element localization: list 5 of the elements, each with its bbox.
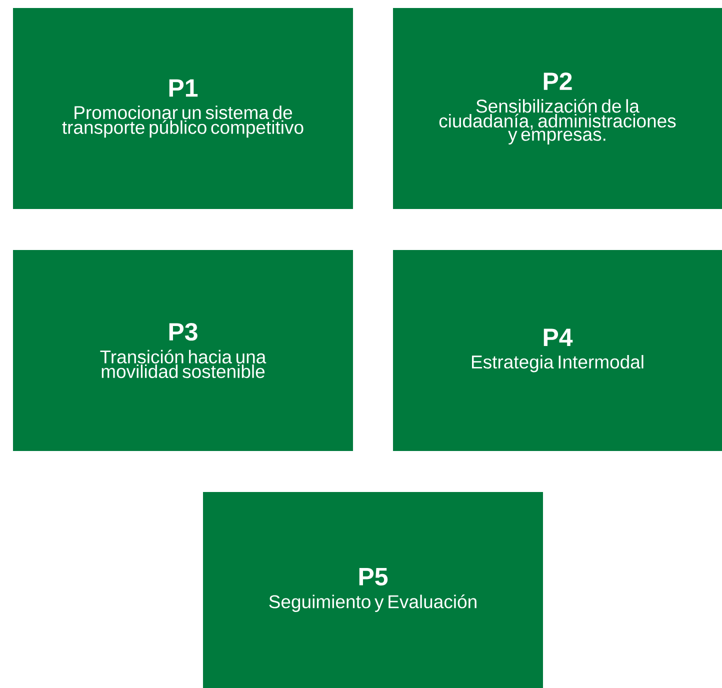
text-box: P4 Estrategia Intermodal (393, 250, 722, 451)
text-box: P2 Sensibilización de la ciudadanía, administraciones y empresas. (393, 8, 722, 209)
text-box: P3 Transición hacia una movilidad sostenible (13, 250, 353, 451)
text-box: P1 Promocionar un sistema de transporte público competitivo (13, 8, 353, 209)
text-box: P5 Seguimiento y Evaluación (203, 492, 543, 688)
